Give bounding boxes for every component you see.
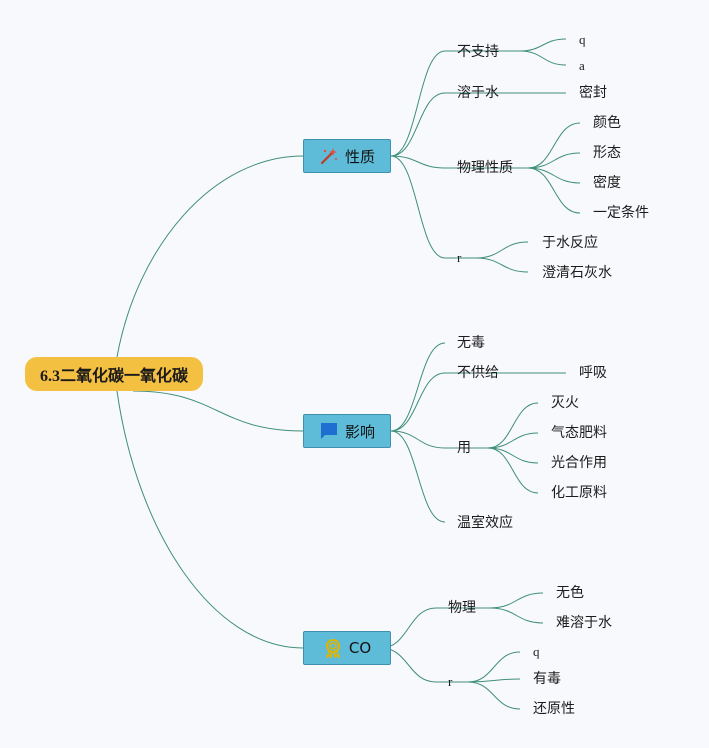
branch-effects-label: 影响 [344, 422, 375, 441]
connector [116, 390, 304, 649]
connector [527, 152, 581, 169]
node-no-supply[interactable]: 不供给 [457, 365, 499, 381]
branch-properties-label: 性质 [344, 147, 375, 166]
node-nontoxic[interactable]: 无毒 [457, 335, 485, 351]
magic-wand-icon [319, 146, 339, 166]
node-insoluble[interactable]: 难溶于水 [556, 615, 612, 631]
branch-properties[interactable]: 性质 [303, 139, 391, 173]
flag-icon [319, 421, 339, 441]
node-form[interactable]: 形态 [593, 145, 621, 161]
node-not-support[interactable]: 不支持 [457, 44, 499, 60]
node-co-chemical-r[interactable]: r [448, 674, 453, 689]
connector [487, 447, 539, 494]
connector [467, 651, 521, 683]
connector [390, 430, 446, 449]
node-co-physical[interactable]: 物理 [448, 600, 476, 616]
node-not-support-a[interactable]: a [579, 58, 585, 73]
node-greenhouse[interactable]: 温室效应 [457, 515, 513, 531]
branch-co[interactable]: CO [303, 631, 391, 665]
connector [467, 678, 521, 683]
node-toxic[interactable]: 有毒 [533, 671, 561, 687]
connector [390, 92, 446, 157]
node-water-reaction[interactable]: 于水反应 [542, 235, 598, 251]
connector [519, 50, 567, 66]
node-dissolve[interactable]: 溶于水 [457, 85, 499, 101]
connector [475, 257, 529, 273]
connector [519, 38, 567, 52]
connector [489, 607, 544, 624]
connector [489, 592, 544, 609]
node-co-q[interactable]: q [533, 644, 540, 659]
node-condition[interactable]: 一定条件 [593, 205, 649, 221]
root-topic[interactable]: 6.3二氧化碳一氧化碳 [25, 357, 203, 391]
node-physical-properties[interactable]: 物理性质 [457, 160, 513, 176]
node-chemical-r[interactable]: r [457, 250, 462, 265]
node-not-support-q[interactable]: q [579, 32, 586, 47]
connector [132, 390, 304, 432]
node-fire-extinguish[interactable]: 灭火 [551, 395, 579, 411]
medal-icon [323, 638, 343, 658]
node-uses[interactable]: 用 [457, 440, 471, 456]
connector [527, 167, 581, 184]
branch-effects[interactable]: 影响 [303, 414, 391, 448]
connector [390, 50, 446, 157]
connector [527, 122, 581, 169]
node-limewater[interactable]: 澄清石灰水 [542, 265, 612, 281]
connector [487, 402, 539, 449]
node-breathing[interactable]: 呼吸 [579, 365, 607, 381]
connector [390, 372, 446, 432]
node-density[interactable]: 密度 [593, 175, 621, 191]
connector [487, 432, 539, 449]
node-reducing[interactable]: 还原性 [533, 701, 575, 717]
connector [527, 167, 581, 214]
connector [390, 155, 446, 259]
branch-co-label: CO [348, 639, 372, 657]
node-photosynthesis[interactable]: 光合作用 [551, 455, 607, 471]
connector [390, 430, 446, 523]
connector [475, 241, 529, 259]
connector [467, 681, 521, 710]
node-colorless[interactable]: 无色 [556, 585, 584, 601]
node-gas-fertilizer[interactable]: 气态肥料 [551, 425, 607, 441]
node-sealed[interactable]: 密封 [579, 85, 607, 101]
connector [116, 155, 304, 358]
node-color[interactable]: 颜色 [593, 115, 621, 131]
node-chemical-material[interactable]: 化工原料 [551, 485, 607, 501]
connector [487, 447, 539, 464]
connector [390, 342, 446, 432]
connector [390, 155, 446, 169]
